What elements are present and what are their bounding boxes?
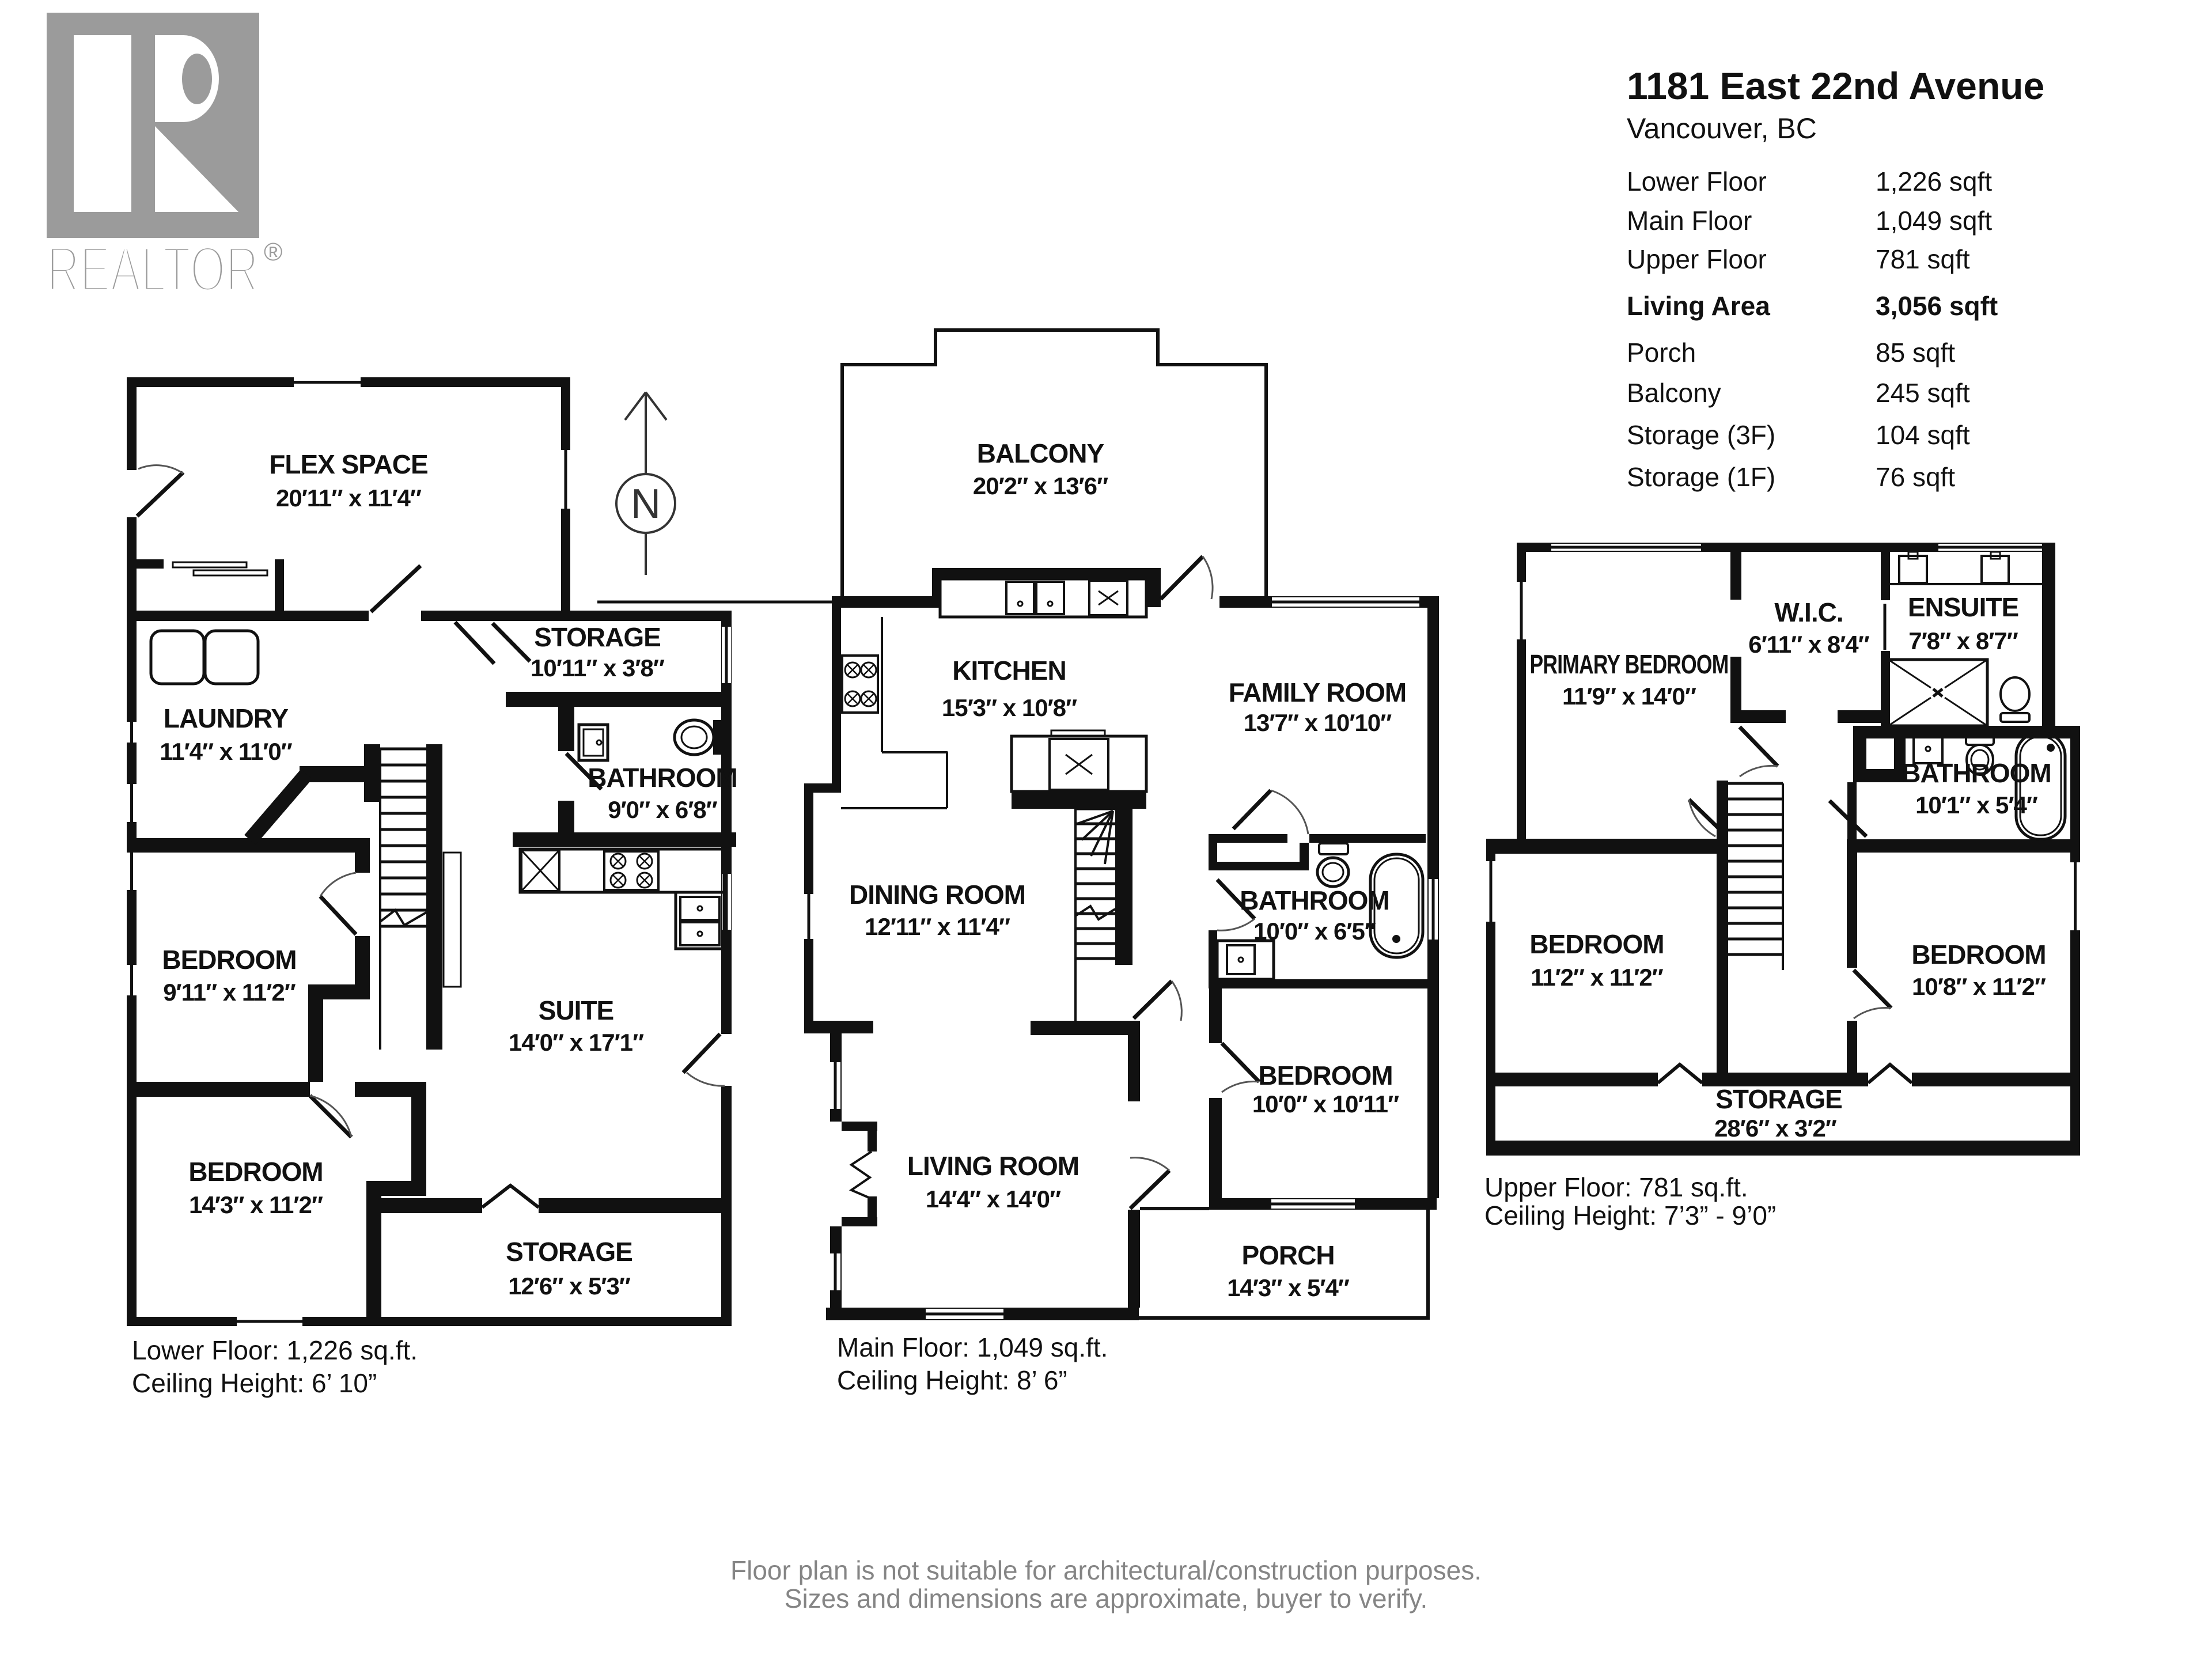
svg-text:LAUNDRY: LAUNDRY xyxy=(164,703,288,733)
svg-text:245 sqft: 245 sqft xyxy=(1876,378,1970,408)
svg-text:PORCH: PORCH xyxy=(1241,1240,1334,1270)
svg-text:10′8″ x 11′2″: 10′8″ x 11′2″ xyxy=(1912,973,2046,1000)
svg-text:PRIMARY BEDROOM: PRIMARY BEDROOM xyxy=(1530,649,1729,679)
svg-text:®: ® xyxy=(264,238,282,266)
svg-text:20′11″ x 11′4″: 20′11″ x 11′4″ xyxy=(276,484,422,512)
svg-text:12′11″ x 11′4″: 12′11″ x 11′4″ xyxy=(865,913,1010,940)
svg-text:DINING ROOM: DINING ROOM xyxy=(849,880,1025,910)
svg-text:ENSUITE: ENSUITE xyxy=(1908,592,2018,622)
svg-text:LIVING ROOM: LIVING ROOM xyxy=(907,1151,1079,1181)
svg-text:15′3″ x 10′8″: 15′3″ x 10′8″ xyxy=(942,694,1077,721)
svg-text:STORAGE: STORAGE xyxy=(506,1237,632,1267)
svg-text:12′6″ x 5′3″: 12′6″ x 5′3″ xyxy=(508,1272,631,1300)
svg-text:3,056 sqft: 3,056 sqft xyxy=(1876,291,1998,321)
svg-text:76 sqft: 76 sqft xyxy=(1876,462,1955,492)
svg-text:Porch: Porch xyxy=(1627,338,1696,368)
svg-text:14′3″ x 5′4″: 14′3″ x 5′4″ xyxy=(1227,1274,1350,1301)
svg-text:BEDROOM: BEDROOM xyxy=(1911,940,2046,969)
svg-text:1,226 sqft: 1,226 sqft xyxy=(1876,166,1992,196)
svg-text:11′2″ x 11′2″: 11′2″ x 11′2″ xyxy=(1531,964,1663,991)
svg-text:14′4″ x 14′0″: 14′4″ x 14′0″ xyxy=(926,1185,1061,1213)
svg-text:BALCONY: BALCONY xyxy=(977,438,1104,468)
svg-text:SUITE: SUITE xyxy=(539,995,613,1025)
svg-text:Main Floor: 1,049 sq.ft.: Main Floor: 1,049 sq.ft. xyxy=(837,1332,1108,1362)
svg-text:BEDROOM: BEDROOM xyxy=(1529,929,1664,959)
svg-text:Ceiling Height: 8’ 6”: Ceiling Height: 8’ 6” xyxy=(837,1365,1067,1395)
svg-text:6′11″ x 8′4″: 6′11″ x 8′4″ xyxy=(1748,631,1869,658)
svg-text:Floor plan is not suitable for: Floor plan is not suitable for architect… xyxy=(730,1555,1482,1585)
svg-text:Sizes and dimensions are appro: Sizes and dimensions are approximate, bu… xyxy=(785,1584,1427,1613)
svg-text:1,049 sqft: 1,049 sqft xyxy=(1876,206,1992,236)
svg-text:Vancouver, BC: Vancouver, BC xyxy=(1627,112,1817,145)
svg-text:STORAGE: STORAGE xyxy=(534,622,661,652)
svg-text:BATHROOM: BATHROOM xyxy=(588,763,737,793)
svg-text:Storage (1F): Storage (1F) xyxy=(1627,462,1775,492)
svg-text:10′0″ x 10′11″: 10′0″ x 10′11″ xyxy=(1252,1090,1399,1118)
svg-text:10′1″ x 5′4″: 10′1″ x 5′4″ xyxy=(1915,791,2038,819)
svg-text:Lower Floor: 1,226 sq.ft.: Lower Floor: 1,226 sq.ft. xyxy=(132,1335,418,1365)
svg-text:Ceiling Height: 6’ 10”: Ceiling Height: 6’ 10” xyxy=(132,1368,377,1398)
svg-text:BEDROOM: BEDROOM xyxy=(1258,1060,1392,1090)
svg-text:Upper Floor: 781 sq.ft.: Upper Floor: 781 sq.ft. xyxy=(1484,1172,1748,1202)
svg-text:9′0″ x 6′8″: 9′0″ x 6′8″ xyxy=(608,796,717,823)
svg-text:104 sqft: 104 sqft xyxy=(1876,420,1970,450)
svg-text:W.I.C.: W.I.C. xyxy=(1774,597,1843,627)
svg-text:14′3″ x 11′2″: 14′3″ x 11′2″ xyxy=(189,1191,323,1218)
svg-text:Ceiling Height: 7’3” - 9’0”: Ceiling Height: 7’3” - 9’0” xyxy=(1484,1200,1776,1230)
svg-text:BEDROOM: BEDROOM xyxy=(162,945,296,975)
svg-text:N: N xyxy=(631,481,661,527)
svg-text:9′11″ x 11′2″: 9′11″ x 11′2″ xyxy=(163,979,296,1006)
svg-text:20′2″ x 13′6″: 20′2″ x 13′6″ xyxy=(973,472,1108,499)
svg-text:Balcony: Balcony xyxy=(1627,378,1721,408)
svg-text:Living Area: Living Area xyxy=(1627,291,1770,321)
svg-text:REALTOR: REALTOR xyxy=(47,234,259,305)
svg-text:BEDROOM: BEDROOM xyxy=(188,1157,323,1187)
svg-text:Lower Floor: Lower Floor xyxy=(1627,166,1767,196)
svg-text:BATHROOM: BATHROOM xyxy=(1240,885,1389,915)
svg-text:KITCHEN: KITCHEN xyxy=(952,656,1066,685)
svg-text:Upper Floor: Upper Floor xyxy=(1627,244,1767,274)
svg-text:10′11″ x 3′8″: 10′11″ x 3′8″ xyxy=(531,654,665,681)
svg-text:FLEX SPACE: FLEX SPACE xyxy=(269,449,427,479)
svg-text:Storage (3F): Storage (3F) xyxy=(1627,420,1775,450)
svg-text:Main Floor: Main Floor xyxy=(1627,206,1752,236)
svg-text:28′6″ x 3′2″: 28′6″ x 3′2″ xyxy=(1714,1115,1837,1142)
svg-text:STORAGE: STORAGE xyxy=(1715,1084,1842,1114)
svg-text:1181 East 22nd Avenue: 1181 East 22nd Avenue xyxy=(1627,65,2044,107)
svg-text:85 sqft: 85 sqft xyxy=(1876,338,1955,368)
svg-text:14′0″ x 17′1″: 14′0″ x 17′1″ xyxy=(509,1029,644,1056)
svg-text:11′9″ x 14′0″: 11′9″ x 14′0″ xyxy=(1562,683,1696,710)
svg-text:FAMILY ROOM: FAMILY ROOM xyxy=(1229,677,1406,707)
svg-text:BATHROOM: BATHROOM xyxy=(1902,758,2051,788)
svg-text:11′4″ x 11′0″: 11′4″ x 11′0″ xyxy=(160,738,292,765)
svg-text:7′8″ x 8′7″: 7′8″ x 8′7″ xyxy=(1908,627,2018,654)
svg-text:781 sqft: 781 sqft xyxy=(1876,244,1970,274)
svg-text:10′0″ x 6′5″: 10′0″ x 6′5″ xyxy=(1253,918,1376,945)
svg-text:13′7″ x 10′10″: 13′7″ x 10′10″ xyxy=(1244,709,1392,736)
